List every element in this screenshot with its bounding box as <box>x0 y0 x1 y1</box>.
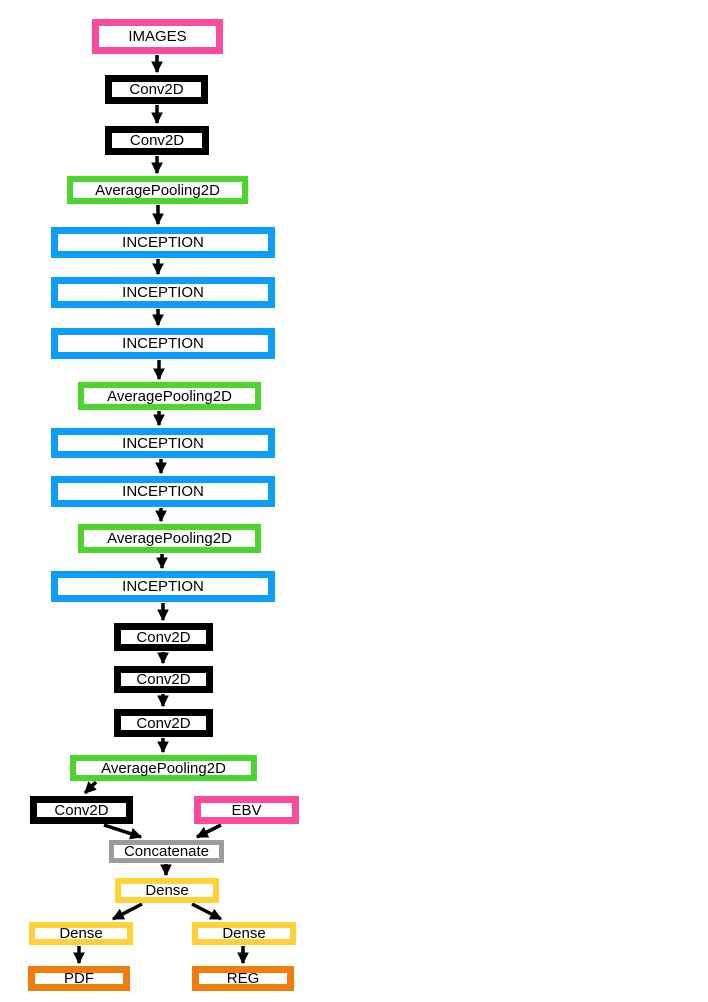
node-conv2d_1: Conv2D <box>105 75 208 104</box>
node-conv2d_2: Conv2D <box>105 126 209 155</box>
node-label: Dense <box>145 882 189 899</box>
node-avgpool_1: AveragePooling2D <box>67 176 248 204</box>
node-inception_1: INCEPTION <box>51 227 275 258</box>
edge-arrow-ebv-to-concatenate <box>195 823 222 839</box>
node-label: Dense <box>222 925 266 942</box>
node-inception_6: INCEPTION <box>51 571 275 602</box>
node-label: INCEPTION <box>122 284 204 301</box>
node-conv2d_6: Conv2D <box>30 796 133 824</box>
node-label: EBV <box>231 801 262 819</box>
node-conv2d_3: Conv2D <box>114 623 213 651</box>
edge-arrow-dense_1-to-dense_3 <box>191 902 223 921</box>
edge-arrow-dense_1-to-dense_2 <box>111 902 143 921</box>
node-images: IMAGES <box>92 19 223 54</box>
node-dense_2: Dense <box>29 922 133 945</box>
node-label: AveragePooling2D <box>107 530 232 547</box>
node-dense_3: Dense <box>192 922 296 945</box>
node-label: INCEPTION <box>122 234 204 251</box>
node-label: INCEPTION <box>122 578 204 595</box>
node-avgpool_2: AveragePooling2D <box>78 382 261 410</box>
node-label: Dense <box>59 925 103 942</box>
node-inception_2: INCEPTION <box>51 277 275 308</box>
node-avgpool_4: AveragePooling2D <box>70 755 257 781</box>
node-label: Conv2D <box>136 714 191 732</box>
node-label: Conv2D <box>129 81 184 98</box>
node-dense_1: Dense <box>115 878 219 903</box>
node-label: REG <box>226 970 260 987</box>
node-pdf: PDF <box>28 966 130 991</box>
node-inception_4: INCEPTION <box>51 428 275 458</box>
node-label: Concatenate <box>123 843 210 860</box>
node-label: Conv2D <box>54 801 109 819</box>
node-conv2d_5: Conv2D <box>114 709 213 737</box>
edge-arrow-avgpool_4-to-conv2d_6 <box>83 780 98 795</box>
node-ebv: EBV <box>194 796 299 824</box>
node-label: INCEPTION <box>122 434 204 452</box>
edge-arrow-conv2d_6-to-concatenate <box>103 823 143 840</box>
node-label: AveragePooling2D <box>101 759 226 777</box>
node-label: AveragePooling2D <box>107 387 232 405</box>
node-label: Conv2D <box>129 132 185 149</box>
node-label: AveragePooling2D <box>95 181 220 199</box>
node-reg: REG <box>192 966 294 991</box>
node-conv2d_4: Conv2D <box>114 666 213 693</box>
node-inception_3: INCEPTION <box>51 328 275 359</box>
node-inception_5: INCEPTION <box>51 476 275 507</box>
node-label: INCEPTION <box>122 335 204 352</box>
node-concatenate: Concatenate <box>109 840 224 863</box>
node-label: INCEPTION <box>122 483 204 500</box>
node-label: IMAGES <box>128 28 187 45</box>
node-label: PDF <box>64 970 94 987</box>
node-label: Conv2D <box>136 628 191 646</box>
node-avgpool_3: AveragePooling2D <box>78 524 261 553</box>
node-label: Conv2D <box>136 671 191 688</box>
